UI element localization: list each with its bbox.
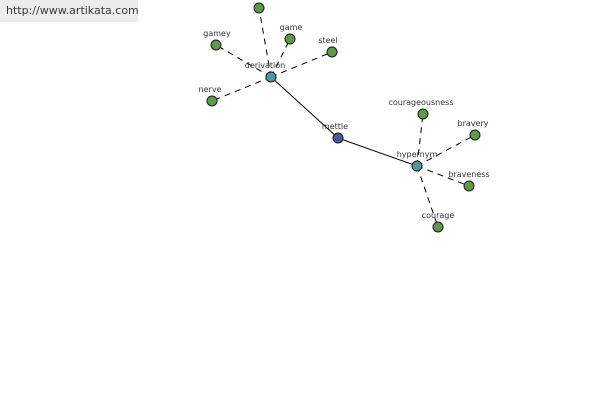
relation-node-derivation-label: derivation <box>245 61 285 70</box>
word-node-bravery[interactable]: bravery <box>458 119 489 141</box>
word-node-braveness-dot[interactable] <box>463 180 475 192</box>
graph-edges <box>211 7 476 228</box>
word-node-braveness-label: braveness <box>448 170 489 179</box>
word-node-nerve[interactable]: nerve <box>199 85 222 107</box>
word-node-w-top[interactable] <box>253 2 265 14</box>
relation-node-hypernym[interactable]: hypernym <box>397 150 438 172</box>
word-node-bravery-label: bravery <box>458 119 489 128</box>
word-node-nerve-dot[interactable] <box>206 95 218 107</box>
source-link[interactable]: http://www.artikata.com <box>0 0 139 22</box>
word-node-game-dot[interactable] <box>284 33 296 45</box>
word-node-courageousness-label: courageousness <box>388 98 453 107</box>
word-node-nerve-label: nerve <box>199 85 222 94</box>
word-node-courage-dot[interactable] <box>432 221 444 233</box>
graph-nodes: gamey game steel nerve courageousness bravery… <box>199 2 490 233</box>
relation-node-hypernym-label: hypernym <box>397 150 438 159</box>
edge-derivation-game <box>270 38 291 78</box>
word-node-gamey-label: gamey <box>203 29 231 38</box>
word-node-courage-label: courage <box>422 211 455 220</box>
word-node-steel-dot[interactable] <box>326 46 338 58</box>
relation-node-derivation-dot[interactable] <box>265 71 277 83</box>
word-node-bravery-dot[interactable] <box>469 129 481 141</box>
center-node-mettle[interactable]: mettle <box>322 122 348 144</box>
word-node-steel-label: steel <box>318 36 337 45</box>
word-node-w-top-dot[interactable] <box>253 2 265 14</box>
word-node-courageousness[interactable]: courageousness <box>388 98 454 120</box>
edge-derivation-w-top <box>258 7 272 78</box>
word-node-courageousness-dot[interactable] <box>417 108 429 120</box>
word-node-gamey-dot[interactable] <box>210 39 222 51</box>
word-node-gamey[interactable]: gamey <box>203 29 231 51</box>
word-node-steel[interactable]: steel <box>318 36 338 58</box>
word-node-braveness[interactable]: braveness <box>448 170 490 192</box>
edge-mettle-derivation <box>270 76 339 139</box>
edge-hypernym-courageousness <box>416 113 424 167</box>
center-node-mettle-dot[interactable] <box>332 132 344 144</box>
relation-node-derivation[interactable]: derivation <box>245 61 285 83</box>
word-node-game-label: game <box>280 23 303 32</box>
edge-mettle-hypernym <box>337 137 418 167</box>
word-node-courage[interactable]: courage <box>422 211 455 233</box>
word-node-game[interactable]: game <box>280 23 303 45</box>
relation-node-hypernym-dot[interactable] <box>411 160 423 172</box>
center-node-mettle-label: mettle <box>322 122 348 131</box>
edge-hypernym-braveness <box>416 165 470 187</box>
